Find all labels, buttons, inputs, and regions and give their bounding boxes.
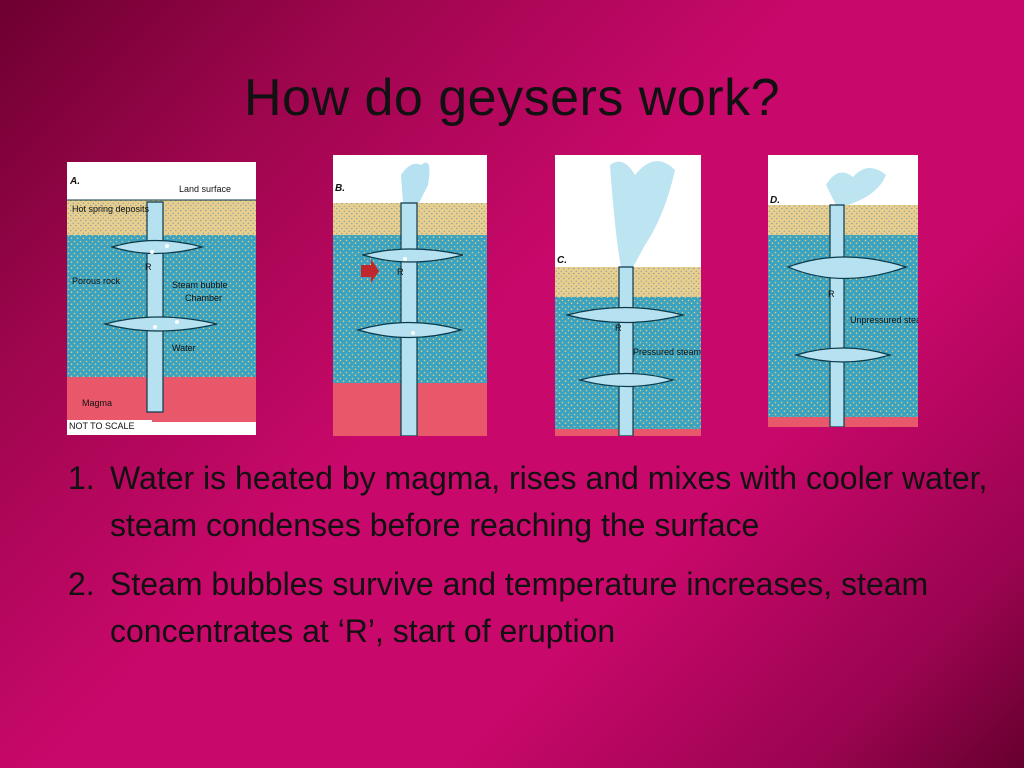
r-label-b: R: [397, 267, 404, 277]
deposits-label: Hot spring deposits: [72, 204, 150, 214]
geyser-diagram-d: D. R Unpressured steam: [768, 155, 918, 427]
land-surface-label: Land surface: [179, 184, 231, 194]
list-text: Steam bubbles survive and temperature in…: [110, 566, 929, 649]
pressured-steam-label: Pressured steam: [633, 347, 701, 357]
steam-bubble-label: Steam bubble: [172, 280, 228, 290]
list-text: Water is heated by magma, rises and mixe…: [110, 460, 988, 543]
arrow-icon: [361, 259, 379, 283]
r-label-c: R: [615, 323, 622, 333]
geyser-diagram-c: C. R Pressured steam: [555, 155, 701, 436]
diagram-b-letter: B.: [335, 183, 345, 194]
list-number: 1.: [68, 460, 95, 496]
magma-label: Magma: [82, 398, 112, 408]
unpressured-steam-label: Unpressured steam: [850, 315, 918, 325]
list-number: 2.: [68, 566, 95, 602]
list-item: 2. Steam bubbles survive and temperature…: [68, 561, 998, 655]
explanation-list: 1. Water is heated by magma, rises and m…: [68, 455, 998, 667]
diagram-c-letter: C.: [557, 255, 567, 266]
list-item: 1. Water is heated by magma, rises and m…: [68, 455, 998, 549]
r-label-a: R: [145, 262, 152, 272]
diagram-d-letter: D.: [770, 195, 780, 206]
r-label-d: R: [828, 289, 835, 299]
geyser-diagram-a: A. Land surface Hot spring deposits Poro…: [67, 162, 256, 435]
porous-rock-label: Porous rock: [72, 276, 121, 286]
scale-label: NOT TO SCALE: [69, 421, 135, 431]
geyser-diagram-b: B. R: [333, 155, 487, 436]
chamber-label: Chamber: [185, 293, 222, 303]
diagram-a-letter: A.: [69, 176, 80, 187]
slide-title: How do geysers work?: [244, 69, 780, 127]
water-label: Water: [172, 343, 196, 353]
